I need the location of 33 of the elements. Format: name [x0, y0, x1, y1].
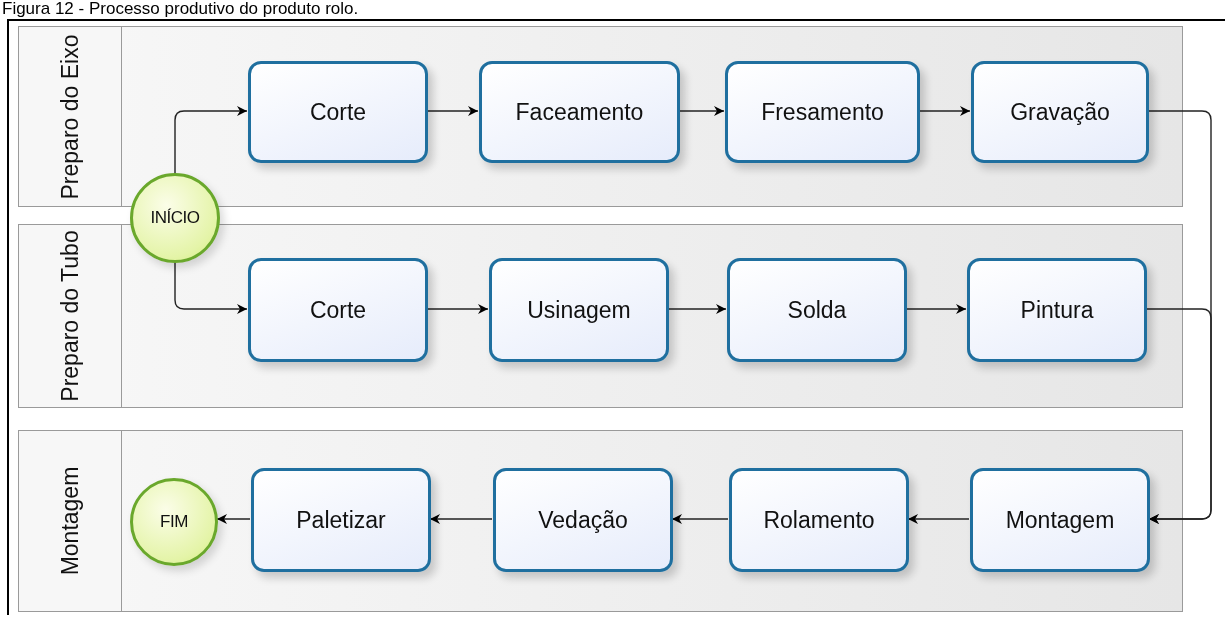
event-circle: FIM [130, 478, 218, 566]
process-box: Usinagem [489, 258, 669, 362]
arrow [667, 304, 727, 314]
process-box: Corte [248, 61, 428, 163]
swimlane [18, 224, 1183, 408]
process-box: Corte [248, 258, 428, 362]
arrow [426, 106, 479, 116]
lane-title: Preparo do Tubo [56, 229, 84, 403]
process-box: Solda [727, 258, 907, 362]
lane-title: Montagem [56, 465, 84, 578]
arrow [426, 304, 489, 314]
arrow [678, 106, 725, 116]
arrow [671, 514, 729, 524]
process-box: Montagem [970, 468, 1150, 572]
process-box: Vedação [493, 468, 673, 572]
arrow [1145, 308, 1212, 524]
arrow [174, 106, 248, 174]
lane-title: Preparo do Eixo [56, 33, 84, 201]
swimlane [18, 430, 1183, 612]
process-box: Paletizar [251, 468, 431, 572]
figure-title: Figura 12 - Processo produtivo do produto rolo. [2, 0, 359, 18]
arrow [918, 106, 971, 116]
arrow [905, 304, 967, 314]
arrow [907, 514, 970, 524]
arrow [216, 514, 251, 524]
swimlane [18, 26, 1183, 207]
process-box: Gravação [971, 61, 1149, 163]
arrow [429, 514, 493, 524]
process-box: Fresamento [725, 61, 920, 163]
process-box: Pintura [967, 258, 1147, 362]
arrow [174, 262, 248, 314]
process-box: Rolamento [729, 468, 909, 572]
process-box: Faceamento [479, 61, 680, 163]
